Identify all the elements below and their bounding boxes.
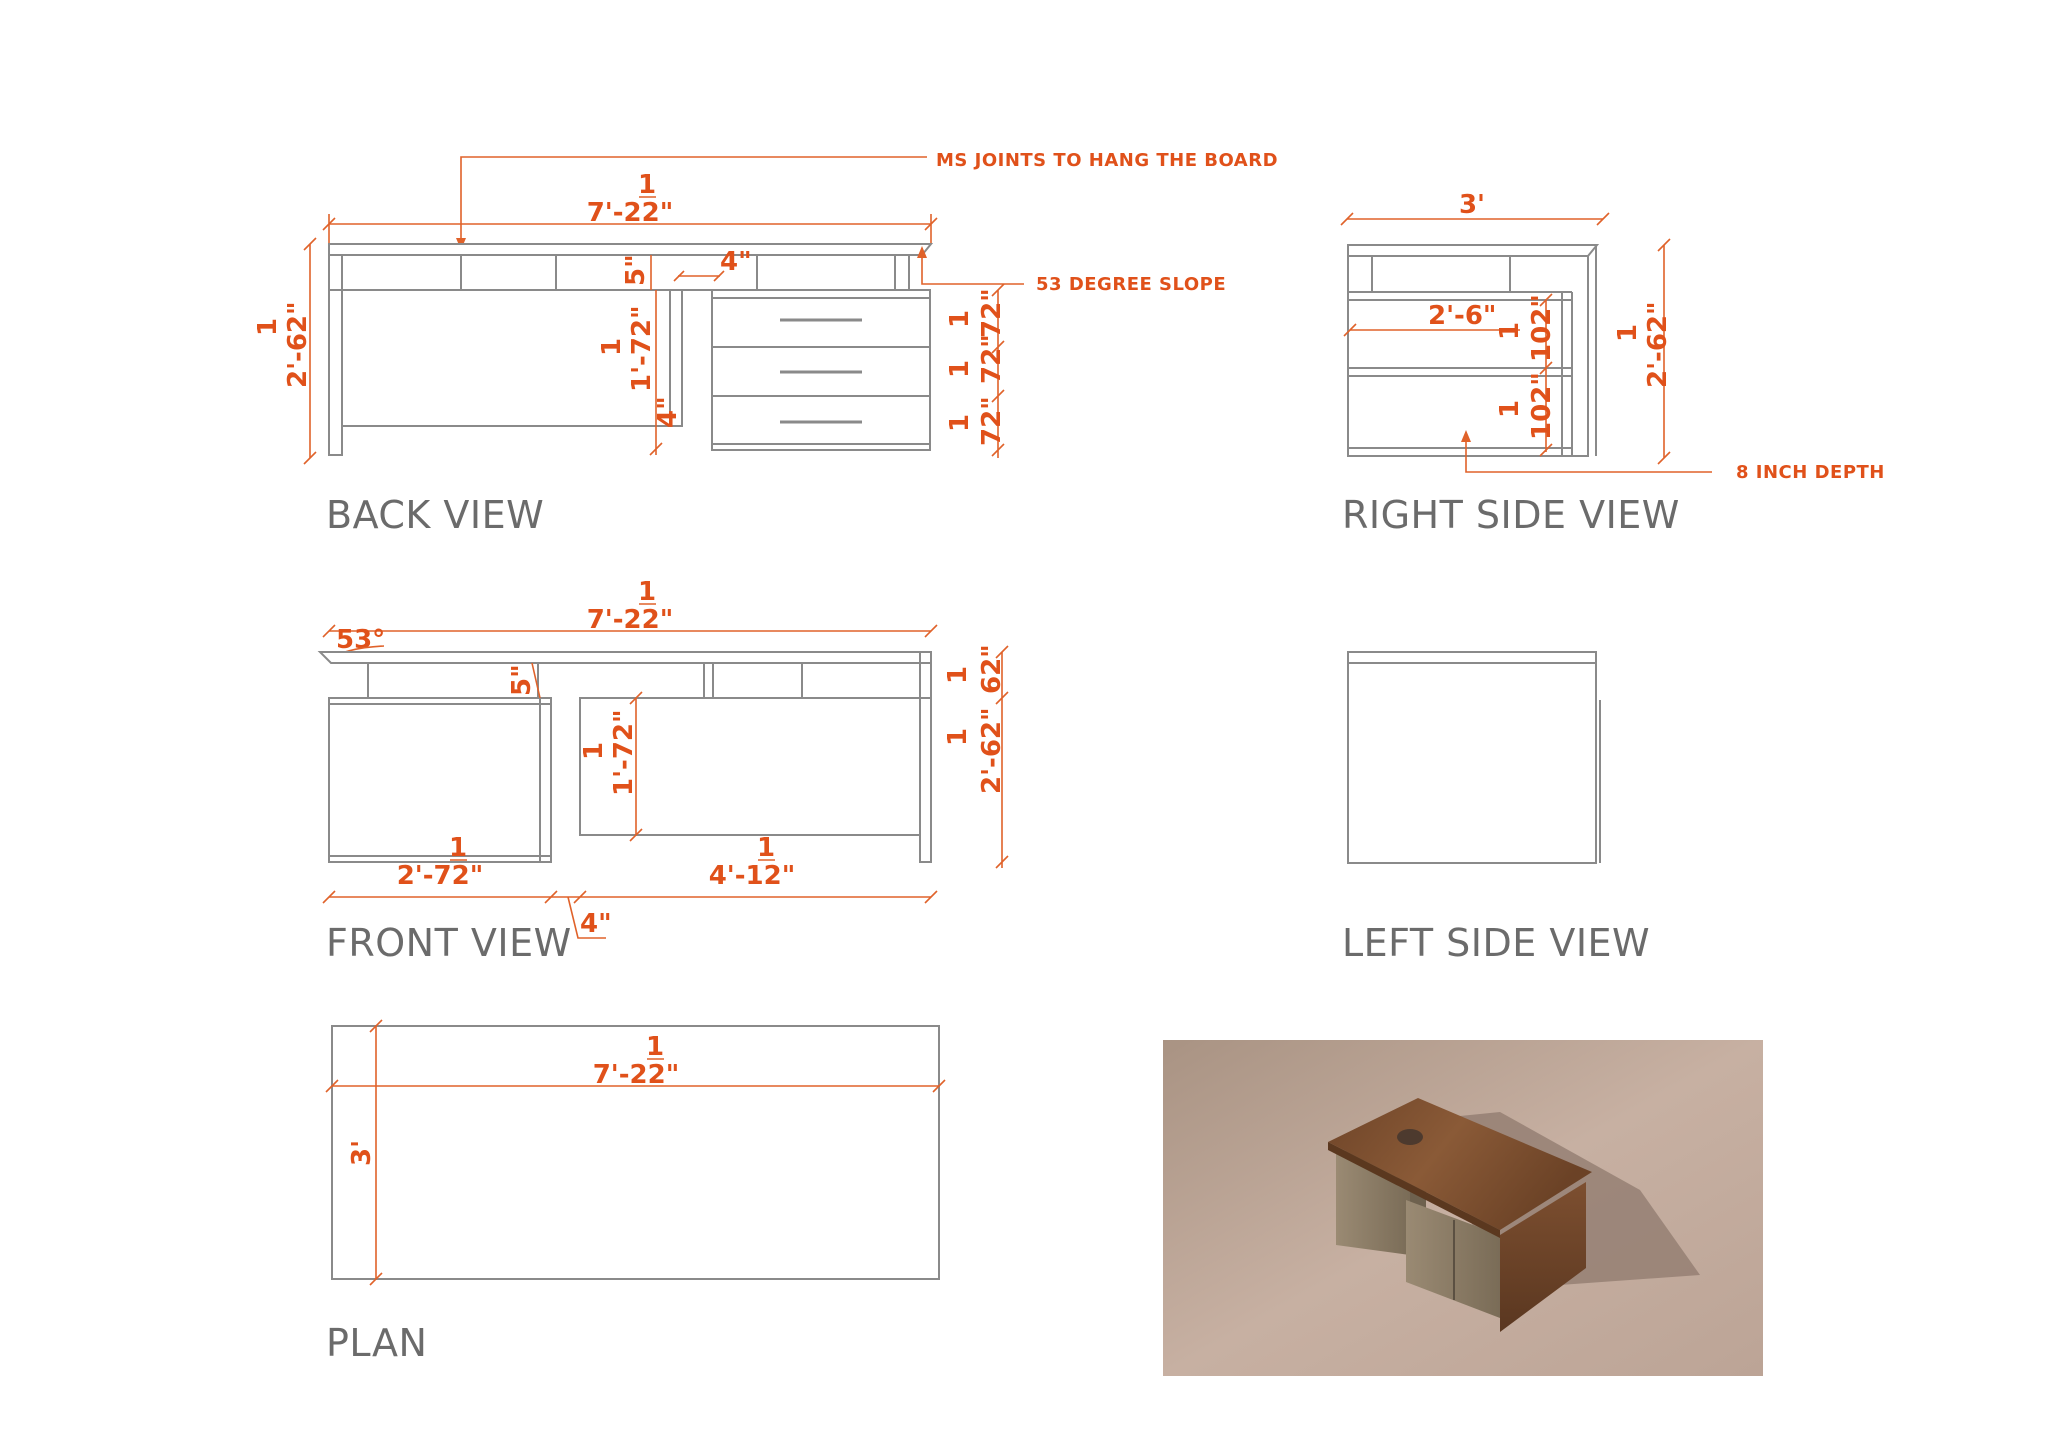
left-side-body [1347,651,1597,864]
left-side-view-title: LEFT SIDE VIEW [1342,921,1650,965]
svg-text:1: 1 [253,318,283,336]
front-top-62: 62" [977,644,1007,694]
svg-text:1: 1 [1495,400,1525,418]
right-height-label: 2'-62" [1643,301,1673,388]
svg-text:4": 4" [653,396,683,428]
front-right-unit-label: 4'-12" [709,861,796,891]
svg-text:1: 1 [945,360,975,378]
front-left-unit-label: 2'-72" [397,861,484,891]
svg-text:1: 1 [945,414,975,432]
render-preview [1163,1040,1763,1376]
right-side-view-title: RIGHT SIDE VIEW [1342,493,1680,537]
svg-text:1: 1 [638,577,656,607]
svg-text:1: 1 [646,1032,664,1062]
render-desk-top [1328,1098,1592,1230]
svg-text:1: 1 [943,666,973,684]
right-side-body [1347,255,1589,457]
front-right-leg [919,651,932,863]
svg-text:1: 1 [757,833,775,863]
left-side-view: LEFT SIDE VIEW [1342,651,1650,965]
front-angle-label: 53° [336,625,385,655]
plan-width-label: 7'-22" [593,1060,680,1090]
front-4in-label: 4" [580,909,612,939]
front-view-title: FRONT VIEW [326,921,572,965]
front-view: 1 7'-22" 53° 5" 1 1'-72" [317,577,1009,965]
drawer-dim: 72" [977,334,1007,384]
svg-text:1: 1 [597,338,627,356]
svg-text:1: 1 [1495,322,1525,340]
render-cable-grommet [1397,1129,1423,1145]
right-inner-width: 2'-6" [1428,301,1496,331]
front-opening [579,697,921,836]
back-opening-height: 1'-72" [627,305,657,392]
back-4in-label: 4" [720,247,752,277]
back-drawer-unit [711,289,931,451]
svg-text:1: 1 [579,742,609,760]
drawer-dim: 72" [977,288,1007,338]
plan-depth-label: 3' [347,1140,377,1166]
front-5in-label: 5" [507,664,537,696]
drawer-dim: 72" [977,396,1007,446]
back-view-title: BACK VIEW [326,493,544,537]
back-5in-label: 5" [621,254,651,286]
svg-text:1: 1 [1613,324,1643,342]
plan-title: PLAN [326,1321,427,1365]
back-width-label: 7'-22" [587,198,674,228]
front-width-label: 7'-22" [587,605,674,635]
plan-view: 1 7'-22" 3' PLAN [325,1019,946,1365]
depth-note: 8 INCH DEPTH [1736,462,1885,483]
right-depth-label: 3' [1459,190,1485,220]
svg-text:1: 1 [945,310,975,328]
svg-text:1: 1 [943,728,973,746]
shelf-dim: 102" [1527,372,1557,440]
back-shelf-strip [328,254,910,291]
render-side-panel [1500,1182,1586,1332]
back-width-frac: 1 [638,170,656,200]
front-height-label: 2'-62" [977,707,1007,794]
shelf-dim: 102" [1527,294,1557,362]
front-left-unit [328,697,552,863]
depth-leader [1465,434,1712,473]
front-opening-height: 1'-72" [609,709,639,796]
ms-joints-leader [460,156,927,246]
slope-leader [921,250,1024,285]
back-top-board [328,243,934,256]
svg-text:1: 1 [449,833,467,863]
front-top-board [317,651,932,664]
right-side-view: 3' 2'-6" 1 102" 1 102" 1 2'-62" 8 INCH D… [1340,190,1885,537]
back-view: MS JOINTS TO HANG THE BOARD 1 7'-22" [253,150,1278,537]
ms-joints-note: MS JOINTS TO HANG THE BOARD [936,150,1278,171]
back-height-label: 2'-62" [283,301,313,388]
slope-note: 53 DEGREE SLOPE [1036,274,1226,295]
plan-outline [331,1025,940,1280]
back-left-leg [328,254,343,456]
